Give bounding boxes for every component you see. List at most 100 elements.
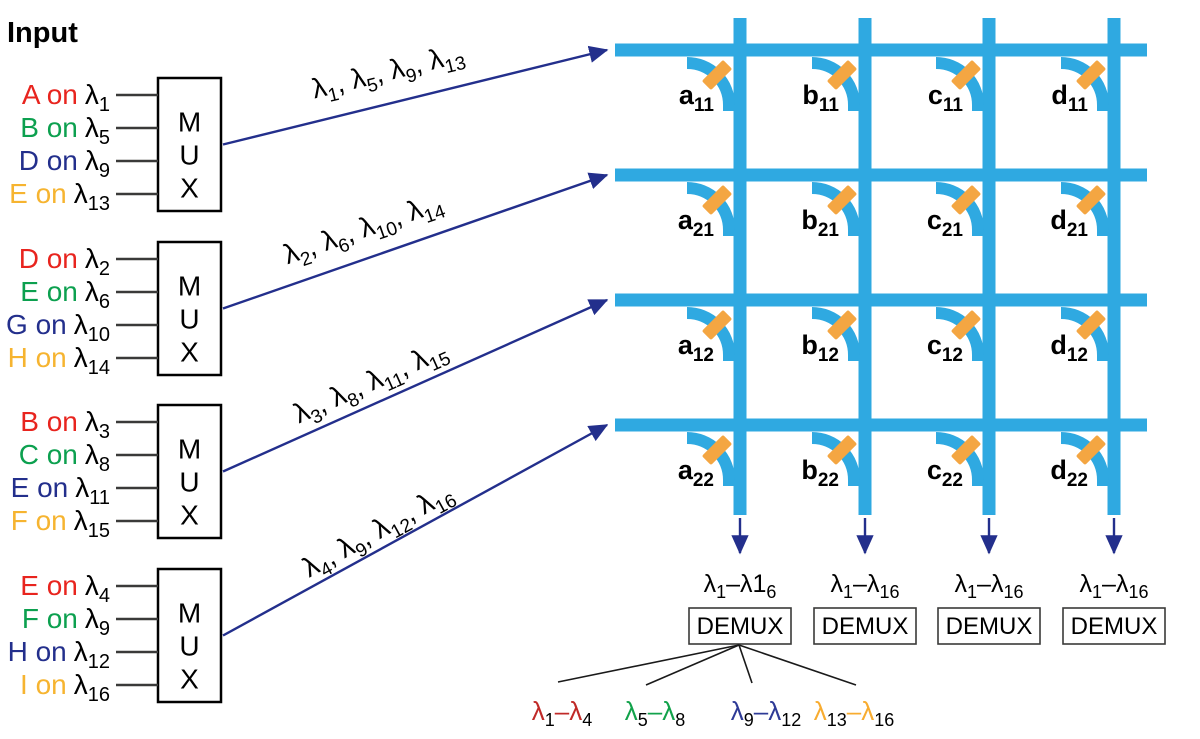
demux-box (813, 607, 917, 645)
crossing: d11 (1051, 57, 1109, 116)
demux-input-label: λ1–λ16 (1080, 570, 1149, 602)
mux-output-arrow (222, 172, 609, 310)
crossing: a12 (678, 307, 735, 366)
crossing-label: d11 (1051, 80, 1088, 116)
demux-fan-line (645, 644, 740, 686)
demux-input-label: λ1–λ16 (704, 570, 777, 602)
crossing-switch (702, 60, 732, 90)
demux-fan-line (557, 644, 740, 683)
crossing-switch (1076, 310, 1106, 340)
mux-output-arrow (222, 298, 609, 473)
wavelength-band-label: λ9–λ12 (731, 696, 802, 730)
crossing-label: a12 (678, 330, 714, 366)
arrow-wavelength-label: λ1, λ5, λ9, λ13 (309, 37, 469, 110)
crossing-switch (951, 310, 981, 340)
crossing-switch (827, 435, 857, 465)
crossing-label: d22 (1050, 455, 1088, 491)
crossing-switch (1076, 435, 1106, 465)
arrow-wavelength-label: λ4, λ9, λ12, λ16 (297, 476, 460, 588)
demux-box (1062, 607, 1166, 645)
crossing-label: b22 (801, 455, 839, 491)
crossing: a21 (678, 182, 735, 241)
wavelength-band-label: λ1–λ4 (532, 696, 593, 730)
crossing-switch (827, 60, 857, 90)
crossing-switch (1076, 185, 1106, 215)
crossing-label: c22 (927, 455, 963, 491)
crossing-label: d12 (1050, 330, 1088, 366)
arrow-wavelength-label: λ2, λ6, λ10, λ14 (279, 186, 448, 276)
crossing: b21 (801, 182, 860, 241)
crossing-switch (827, 310, 857, 340)
demux-fan-line (738, 644, 857, 686)
crossing: b22 (801, 432, 860, 491)
crossing-label: c11 (928, 80, 964, 116)
crossing-switch (702, 435, 732, 465)
demux-label: DEMUX (697, 613, 784, 640)
output-section: λ1–λ16DEMUXλ1–λ16DEMUXλ1–λ16DEMUXλ1–λ16D… (532, 518, 1166, 730)
crossing: d21 (1050, 182, 1109, 241)
crossing-switch (951, 60, 981, 90)
crossing: c11 (928, 57, 984, 116)
mux-box (156, 240, 223, 377)
crossing-label: c21 (927, 205, 964, 241)
wavelength-band-label: λ5–λ8 (625, 696, 686, 730)
crossing-switch (702, 185, 732, 215)
demux-box (937, 607, 1041, 645)
mux-output-arrow (222, 45, 609, 146)
crossing-label: b12 (801, 330, 839, 366)
mux-box (156, 403, 223, 540)
demux-label: DEMUX (822, 613, 909, 640)
crossing: c22 (927, 432, 984, 491)
crossing: b11 (802, 57, 860, 116)
crossing-switch (951, 435, 981, 465)
crossing-label: a22 (678, 455, 714, 491)
mux-box (156, 567, 223, 704)
demux-input-label: λ1–λ16 (955, 570, 1024, 602)
crossing-switch (951, 185, 981, 215)
crossing: c21 (927, 182, 984, 241)
wavelength-band-label: λ13–λ16 (814, 696, 895, 730)
crossing-switch (827, 185, 857, 215)
crossing: a22 (678, 432, 735, 491)
crossing-label: b21 (801, 205, 839, 241)
demux-input-label: λ1–λ16 (831, 570, 900, 602)
crossing: c12 (927, 307, 984, 366)
switch-fabric: a11 b11 c11 d11 a21 b21 c21 d21 a12 b12 c12 d12 a22 b… (615, 18, 1147, 515)
page-title: Input (7, 17, 78, 49)
crossing: a11 (679, 57, 735, 116)
crossing-switch (1076, 60, 1106, 90)
mux-output-arrow (222, 423, 609, 637)
demux-fan-line (738, 644, 753, 684)
mux-box (156, 76, 223, 213)
crossing: d12 (1050, 307, 1109, 366)
demux-label: DEMUX (946, 613, 1033, 640)
crossing-label: b11 (802, 80, 839, 116)
crossing: d22 (1050, 432, 1109, 491)
crossing-label: a11 (679, 80, 715, 116)
